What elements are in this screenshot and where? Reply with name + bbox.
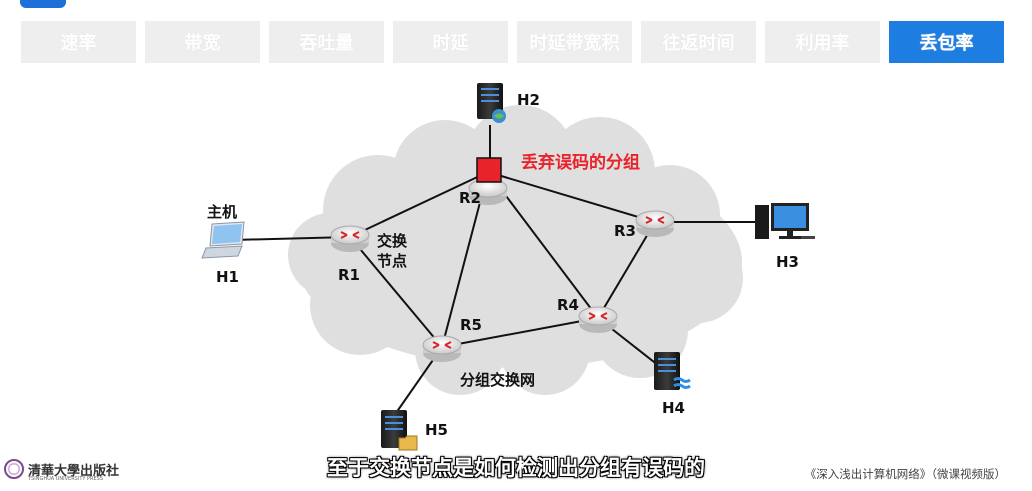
router-r3-label: R3 <box>614 222 636 240</box>
link-r3-r4 <box>597 221 656 319</box>
router-r4-label: R4 <box>557 296 579 314</box>
router-r2 <box>468 178 508 205</box>
link-h1-r1 <box>232 236 351 241</box>
router-r5-label: R5 <box>460 316 482 334</box>
drop-label: 丢弃误码的分组 <box>521 152 640 173</box>
host-h3-label: H3 <box>776 253 799 271</box>
section-header <box>0 0 1032 10</box>
tab-utilization[interactable]: 利用率 <box>765 21 880 63</box>
tab-rate[interactable]: 速率 <box>21 21 136 63</box>
book-title: 《深入浅出计算机网络》（微课视频版） <box>804 467 1006 481</box>
section-number-badge <box>20 0 66 8</box>
desktop-h3-icon <box>755 203 815 239</box>
publisher-name-en: TSINGHUA UNIVERSITY PRESS <box>28 476 104 482</box>
publisher-logo: 清華大學出版社 TSINGHUA UNIVERSITY PRESS <box>4 459 120 482</box>
link-r1-r2 <box>349 171 489 238</box>
router-r3 <box>635 210 675 237</box>
server-h5-icon <box>381 410 418 451</box>
tab-bandwidth[interactable]: 带宽 <box>145 21 260 63</box>
host-h4-label: H4 <box>662 399 685 417</box>
tab-delay[interactable]: 时延 <box>393 21 508 63</box>
dropped-packet-marker <box>476 157 502 183</box>
publisher-seal-icon <box>4 459 24 479</box>
network-label: 分组交换网 <box>460 371 535 389</box>
video-subtitle: 至于交换节点是如何检测出分组有误码的 <box>327 456 705 480</box>
tab-rtt[interactable]: 往返时间 <box>641 21 756 63</box>
router-r4 <box>578 306 618 333</box>
host-h5-label: H5 <box>425 421 448 439</box>
link-r1-r5 <box>349 236 443 348</box>
server-h2-icon <box>477 83 506 123</box>
tab-throughput[interactable]: 吞吐量 <box>269 21 384 63</box>
switch-label-line1: 交换 <box>377 232 408 250</box>
switch-label-line2: 节点 <box>377 252 407 270</box>
router-r1-label: R1 <box>338 266 360 284</box>
link-r2-r3 <box>487 171 656 223</box>
router-r5 <box>422 335 462 362</box>
server-h4-icon <box>654 352 691 390</box>
host-h1-label: H1 <box>216 268 239 286</box>
router-r2-label: R2 <box>459 189 481 207</box>
tab-bar: 速率 带宽 吞吐量 时延 时延带宽积 往返时间 利用率 丢包率 <box>21 21 1004 63</box>
host-label: 主机 <box>207 203 237 221</box>
laptop-h1-icon <box>201 221 245 259</box>
publisher-name: 清華大學出版社 <box>28 463 120 479</box>
tab-delay-bandwidth-product[interactable]: 时延带宽积 <box>517 21 632 63</box>
host-h2-label: H2 <box>517 91 540 109</box>
link-r5-r4 <box>441 317 599 348</box>
tab-packet-loss[interactable]: 丢包率 <box>889 21 1004 63</box>
router-r1 <box>330 225 370 252</box>
